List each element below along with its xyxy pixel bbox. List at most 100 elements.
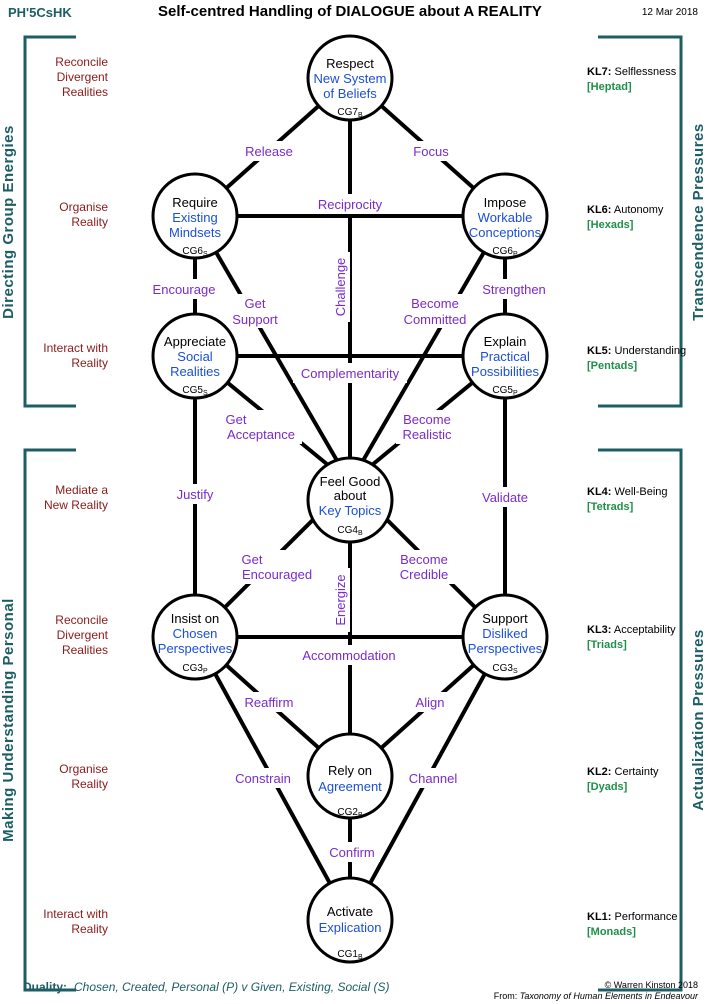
- link-reaffirm: Reaffirm: [245, 695, 294, 710]
- node-cg1-code: CG1B: [337, 949, 363, 961]
- link-get-acceptance-1: Get: [226, 412, 247, 427]
- node-cg6s-code: CG6S: [182, 246, 208, 258]
- link-become-realistic-1: Become: [403, 412, 451, 427]
- node-cg7: Respect New System of Beliefs CG7B: [306, 34, 394, 122]
- node-cg3p-sub1: Chosen: [173, 626, 218, 641]
- node-cg4: Feel Good about Key Topics CG4B: [306, 456, 394, 544]
- left-kl4-line1: Mediate a: [55, 483, 108, 497]
- footer-source: From: Taxonomy of Human Elements in Ende…: [494, 991, 699, 1001]
- header-date: 12 Mar 2018: [642, 7, 699, 18]
- link-get-encouraged-1: Get: [242, 552, 263, 567]
- node-cg3p-sub2: Perspectives: [158, 641, 233, 656]
- node-cg6s-sub2: Mindsets: [169, 225, 222, 240]
- left-level-labels: Reconcile Divergent Realities Organise R…: [43, 55, 108, 936]
- right-kl6-group: [Hexads]: [587, 219, 634, 231]
- node-cg3s: Support Disliked Perspectives CG3S: [461, 593, 549, 681]
- node-cg5s-sub1: Social: [177, 349, 213, 364]
- node-cg5p-sub2: Possibilities: [471, 364, 539, 379]
- link-validate: Validate: [482, 490, 528, 505]
- left-kl4-line2: New Reality: [44, 498, 108, 512]
- node-cg3p-code: CG3P: [182, 663, 208, 675]
- node-cg1: Activate Explication CG1B: [306, 876, 394, 964]
- node-cg4-code: CG4B: [337, 525, 363, 537]
- left-kl2-line2: Reality: [71, 777, 108, 791]
- right-kl3-group: [Triads]: [587, 639, 627, 651]
- link-become-committed-1: Become: [411, 296, 459, 311]
- left-kl7-line3: Realities: [62, 85, 108, 99]
- link-become-realistic-2: Realistic: [402, 427, 452, 442]
- link-release: Release: [245, 144, 293, 159]
- left-kl7-line2: Divergent: [57, 70, 109, 84]
- node-cg6p: Impose Workable Conceptions CG6P: [461, 172, 549, 260]
- node-cg3s-sub1: Disliked: [482, 626, 528, 641]
- header-title: Self-centred Handling of DIALOGUE about …: [158, 3, 542, 20]
- node-cg6p-sub1: Workable: [478, 210, 533, 225]
- left-kl6-line1: Organise: [59, 200, 108, 214]
- node-cg5s: Appreciate Social Realities CG5S: [151, 312, 239, 400]
- node-cg2-sub1: Agreement: [318, 779, 382, 794]
- node-cg5p-code: CG5P: [492, 385, 518, 397]
- right-kl5-group: [Pentads]: [587, 360, 637, 372]
- footer-duality-label: Duality:: [23, 980, 67, 994]
- link-align: Align: [416, 695, 445, 710]
- node-cg4-title: Feel Good: [320, 474, 381, 489]
- node-cg3p-title: Insist on: [171, 611, 219, 626]
- left-kl1-line1: Interact with: [43, 907, 108, 921]
- link-challenge: Challenge: [333, 258, 348, 317]
- sidebar-left-top: Directing Group Energies: [0, 125, 17, 319]
- node-cg2-code: CG2B: [337, 807, 363, 819]
- left-kl3-line3: Realities: [62, 643, 108, 657]
- right-kl2-title: KL2: Certainty: [587, 766, 659, 778]
- right-kl7-group: [Heptad]: [587, 81, 632, 93]
- link-strengthen: Strengthen: [482, 282, 546, 297]
- link-get-acceptance-2: Acceptance: [227, 427, 295, 442]
- link-focus: Focus: [413, 144, 449, 159]
- link-become-credible-2: Credible: [400, 567, 448, 582]
- link-get-encouraged-2: Encouraged: [242, 567, 312, 582]
- link-complementarity: Complementarity: [301, 366, 400, 381]
- node-cg6p-sub2: Conceptions: [469, 225, 542, 240]
- link-accommodation: Accommodation: [302, 648, 395, 663]
- left-kl1-line2: Reality: [71, 922, 108, 936]
- right-bracket-top: [598, 35, 683, 408]
- right-kl4-title: KL4: Well-Being: [587, 486, 668, 498]
- link-justify: Justify: [177, 487, 214, 502]
- node-cg3s-title: Support: [482, 611, 528, 626]
- sidebar-right-bottom: Actualization Pressures: [690, 629, 707, 811]
- node-cg6s: Require Existing Mindsets CG6S: [151, 172, 239, 260]
- link-get-support-2: Support: [232, 312, 278, 327]
- link-confirm: Confirm: [329, 845, 375, 860]
- link-become-committed-2: Committed: [404, 312, 467, 327]
- sidebar-right-top: Transcendence Pressures: [690, 123, 707, 320]
- node-cg5s-code: CG5S: [182, 385, 208, 397]
- right-level-labels: KL7: Selflessness [Heptad] KL6: Autonomy…: [587, 66, 686, 938]
- node-cg5s-title: Appreciate: [164, 334, 226, 349]
- node-cg5s-sub2: Realities: [170, 364, 220, 379]
- node-cg1-title: Activate: [327, 904, 373, 919]
- left-kl3-line2: Divergent: [57, 628, 109, 642]
- right-kl1-title: KL1: Performance: [587, 911, 678, 923]
- node-cg6p-code: CG6P: [492, 246, 518, 258]
- right-kl2-group: [Dyads]: [587, 781, 628, 793]
- node-cg4-title2: about: [334, 488, 367, 503]
- right-kl3-title: KL3: Acceptability: [587, 624, 676, 636]
- link-constrain: Constrain: [235, 771, 291, 786]
- node-cg2: Rely on Agreement CG2B: [306, 732, 394, 820]
- header-code: PH'5CsHK: [8, 5, 72, 20]
- left-bracket-bottom: [23, 448, 76, 992]
- node-cg6p-title: Impose: [484, 195, 527, 210]
- node-cg5p: Explain Practical Possibilities CG5P: [461, 312, 549, 400]
- node-cg6s-sub1: Existing: [172, 210, 218, 225]
- node-cg5p-title: Explain: [484, 334, 527, 349]
- left-kl5-line2: Reality: [71, 356, 108, 370]
- link-channel: Channel: [409, 771, 458, 786]
- right-kl4-group: [Tetrads]: [587, 501, 634, 513]
- footer-copyright: © Warren Kinston 2018: [605, 980, 698, 990]
- left-kl3-line1: Reconcile: [55, 613, 108, 627]
- left-kl5-line1: Interact with: [43, 341, 108, 355]
- link-reciprocity: Reciprocity: [318, 197, 383, 212]
- node-cg3s-code: CG3S: [492, 663, 518, 675]
- left-kl7-line1: Reconcile: [55, 55, 108, 69]
- node-cg7-title: Respect: [326, 56, 374, 71]
- node-cg2-title: Rely on: [328, 763, 372, 778]
